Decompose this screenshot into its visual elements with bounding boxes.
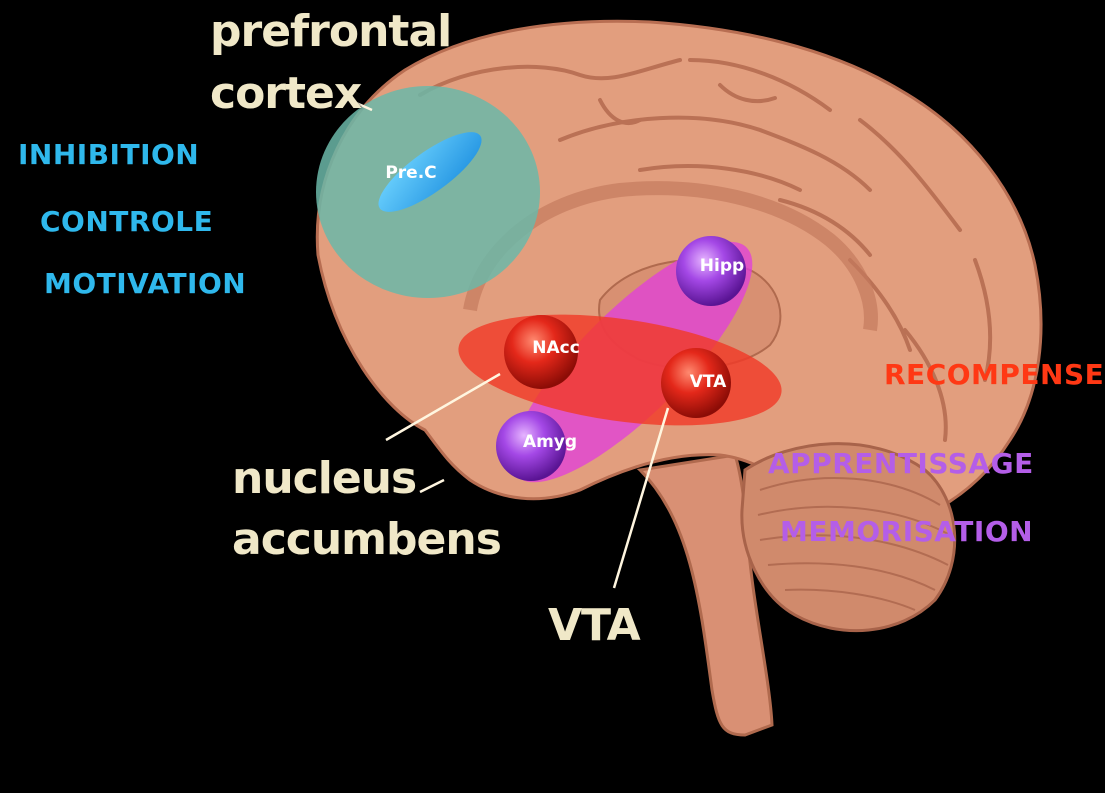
inhibition-label: INHIBITION — [18, 138, 199, 171]
prefrontal-label-line1: prefrontal — [210, 10, 451, 54]
recompense-label: RECOMPENSE — [884, 358, 1104, 391]
amyg-node-label: Amyg — [523, 432, 577, 452]
prec-node-label: Pre.C — [385, 163, 436, 183]
prefrontal-label-line2: cortex — [210, 72, 361, 116]
nucleus-label-line2: accumbens — [232, 518, 501, 562]
nacc-node-label: NAcc — [532, 338, 580, 358]
hipp-node-label: Hipp — [700, 256, 744, 276]
apprentissage-label: APPRENTISSAGE — [768, 447, 1034, 480]
vta-anatomy-label: VTA — [548, 604, 640, 648]
motivation-label: MOTIVATION — [44, 267, 246, 300]
memorisation-label: MEMORISATION — [780, 515, 1033, 548]
vta-node-label: VTA — [690, 372, 727, 392]
nucleus-label-line1: nucleus — [232, 457, 416, 501]
controle-label: CONTROLE — [40, 205, 213, 238]
